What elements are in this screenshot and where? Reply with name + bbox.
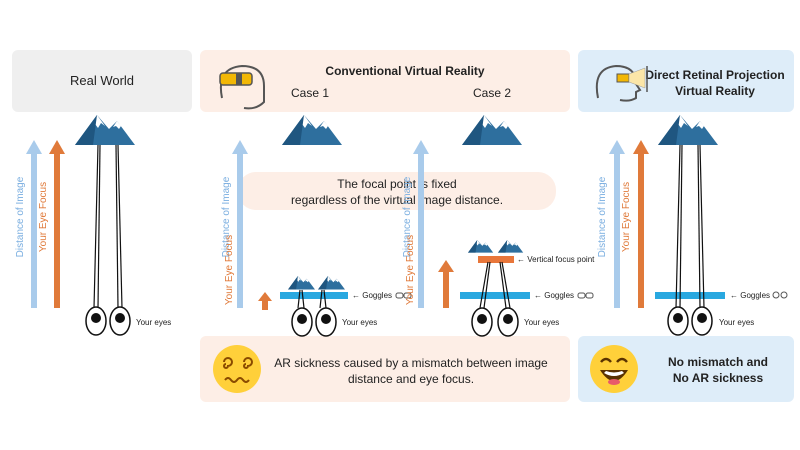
goggles-icon: [395, 292, 412, 299]
eye-icon: [315, 307, 337, 337]
dizzy-face-icon: [213, 345, 261, 393]
real-world-arrows: [26, 140, 65, 308]
callout-line2: regardless of the virtual image distance…: [290, 193, 504, 207]
your-eyes-label: Your eyes: [342, 318, 378, 327]
vr-headset-icon: [219, 64, 265, 110]
case1-title: Case 1: [290, 86, 330, 100]
case2-arrows: [413, 140, 454, 308]
eye-icon: [291, 307, 313, 337]
vertical-focus-point-label: ← Vertical focus point: [517, 255, 595, 264]
goggles-bar: [655, 292, 725, 299]
no-mismatch-line1: No mismatch and: [667, 355, 769, 369]
mountain-icon-small: [288, 276, 315, 290]
your-eye-focus-label: Your Eye Focus: [224, 234, 235, 306]
callout-line1: The focal point is fixed: [337, 177, 457, 191]
direct-sight-lines: [675, 144, 705, 309]
your-eye-focus-label: Your Eye Focus: [405, 234, 416, 306]
goggles-label: ← Goggles: [352, 291, 393, 300]
eye-icon: [85, 306, 107, 336]
your-eye-focus-label: Your Eye Focus: [38, 181, 49, 253]
mountain-icon: [462, 115, 522, 145]
no-mismatch-line2: No AR sickness: [672, 371, 764, 385]
eye-icon: [471, 307, 493, 337]
eye-icon: [109, 306, 131, 336]
eye-icon: [497, 307, 519, 337]
direct-retinal-title-line1: Direct Retinal Projection: [645, 68, 785, 82]
your-eyes-label: Your eyes: [136, 318, 172, 327]
case2-title: Case 2: [472, 86, 512, 100]
distance-of-image-label: Distance of Image: [15, 176, 26, 258]
your-eyes-label: Your eyes: [524, 318, 560, 327]
mountain-icon-small: [468, 240, 494, 253]
mountain-icon-small: [318, 276, 345, 290]
ar-sickness-line1: AR sickness caused by a mismatch between…: [274, 356, 548, 370]
vertical-focus-bar: [478, 256, 514, 263]
mountain-icon: [658, 115, 718, 145]
case2-sight-lines: [479, 261, 511, 309]
goggles-bar: [460, 292, 530, 299]
goggles-bar: [280, 292, 348, 299]
goggles-label: ← Goggles: [730, 291, 771, 300]
case1-sight-lines: [297, 289, 327, 309]
real-world-title: Real World: [69, 73, 135, 88]
glasses-icon: [772, 291, 788, 299]
mountain-icon-small: [498, 240, 524, 253]
direct-retinal-header-panel: [578, 50, 794, 112]
real-world-sight-lines: [93, 144, 123, 309]
goggles-icon: [577, 292, 594, 299]
distance-of-image-label: Distance of Image: [597, 176, 608, 258]
ar-sickness-panel: [200, 336, 570, 402]
mountain-icon: [75, 115, 135, 145]
ar-sickness-line2: distance and eye focus.: [347, 372, 475, 386]
your-eye-focus-label: Your Eye Focus: [621, 181, 632, 253]
head-projection-icon: [595, 64, 648, 102]
smiling-face-icon: [590, 345, 638, 393]
no-mismatch-message: No mismatch and No AR sickness: [648, 354, 788, 386]
eye-icon: [691, 306, 713, 336]
real-world-header-panel: [12, 50, 192, 112]
direct-retinal-title-line2: Virtual Reality: [675, 84, 755, 98]
conventional-vr-header-panel: [200, 50, 570, 112]
your-eyes-label: Your eyes: [719, 318, 755, 327]
focal-point-callout: The focal point is fixed regardless of t…: [238, 172, 556, 210]
goggles-label: ← Goggles: [534, 291, 575, 300]
mountain-icon: [282, 115, 342, 145]
case1-arrows: [232, 140, 272, 310]
direct-arrows: [609, 140, 649, 308]
conventional-vr-title: Conventional Virtual Reality: [325, 64, 485, 78]
eye-icon: [667, 306, 689, 336]
ar-sickness-message: AR sickness caused by a mismatch between…: [266, 355, 556, 387]
